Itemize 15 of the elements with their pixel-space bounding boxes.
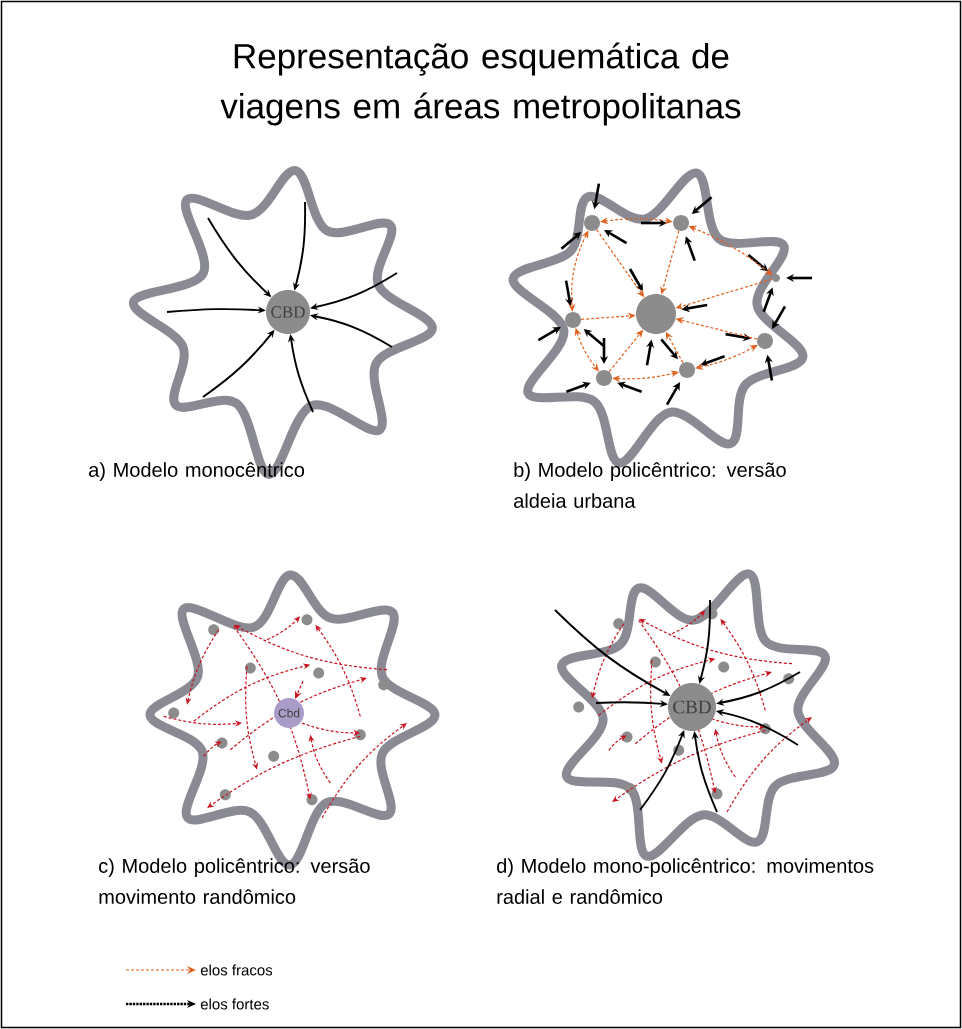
- panel-caption: b) Modelo policêntrico: versão aldeia urbana: [514, 462, 786, 508]
- center-circle: [679, 362, 695, 378]
- center-circle: [584, 215, 600, 231]
- panel-caption: d) Modelo mono-policêntrico: movimentos radial e randômico: [497, 858, 874, 904]
- panel-caption: c) Modelo policêntrico: versão movimento randômico: [99, 858, 370, 904]
- center-circle: [636, 294, 676, 334]
- center-circle: [673, 215, 689, 231]
- center-circle: [596, 370, 612, 386]
- center-circle: [757, 333, 773, 349]
- title: Representação esquemática de viagens em áreas metropolitanas: [220, 42, 741, 126]
- legend-label: elos fortes: [200, 998, 269, 1010]
- legend-label: elos fracos: [200, 964, 273, 976]
- center-circle: [565, 312, 581, 328]
- panel-caption: a) Modelo monocêntrico: [89, 462, 305, 481]
- arrow: [716, 671, 801, 706]
